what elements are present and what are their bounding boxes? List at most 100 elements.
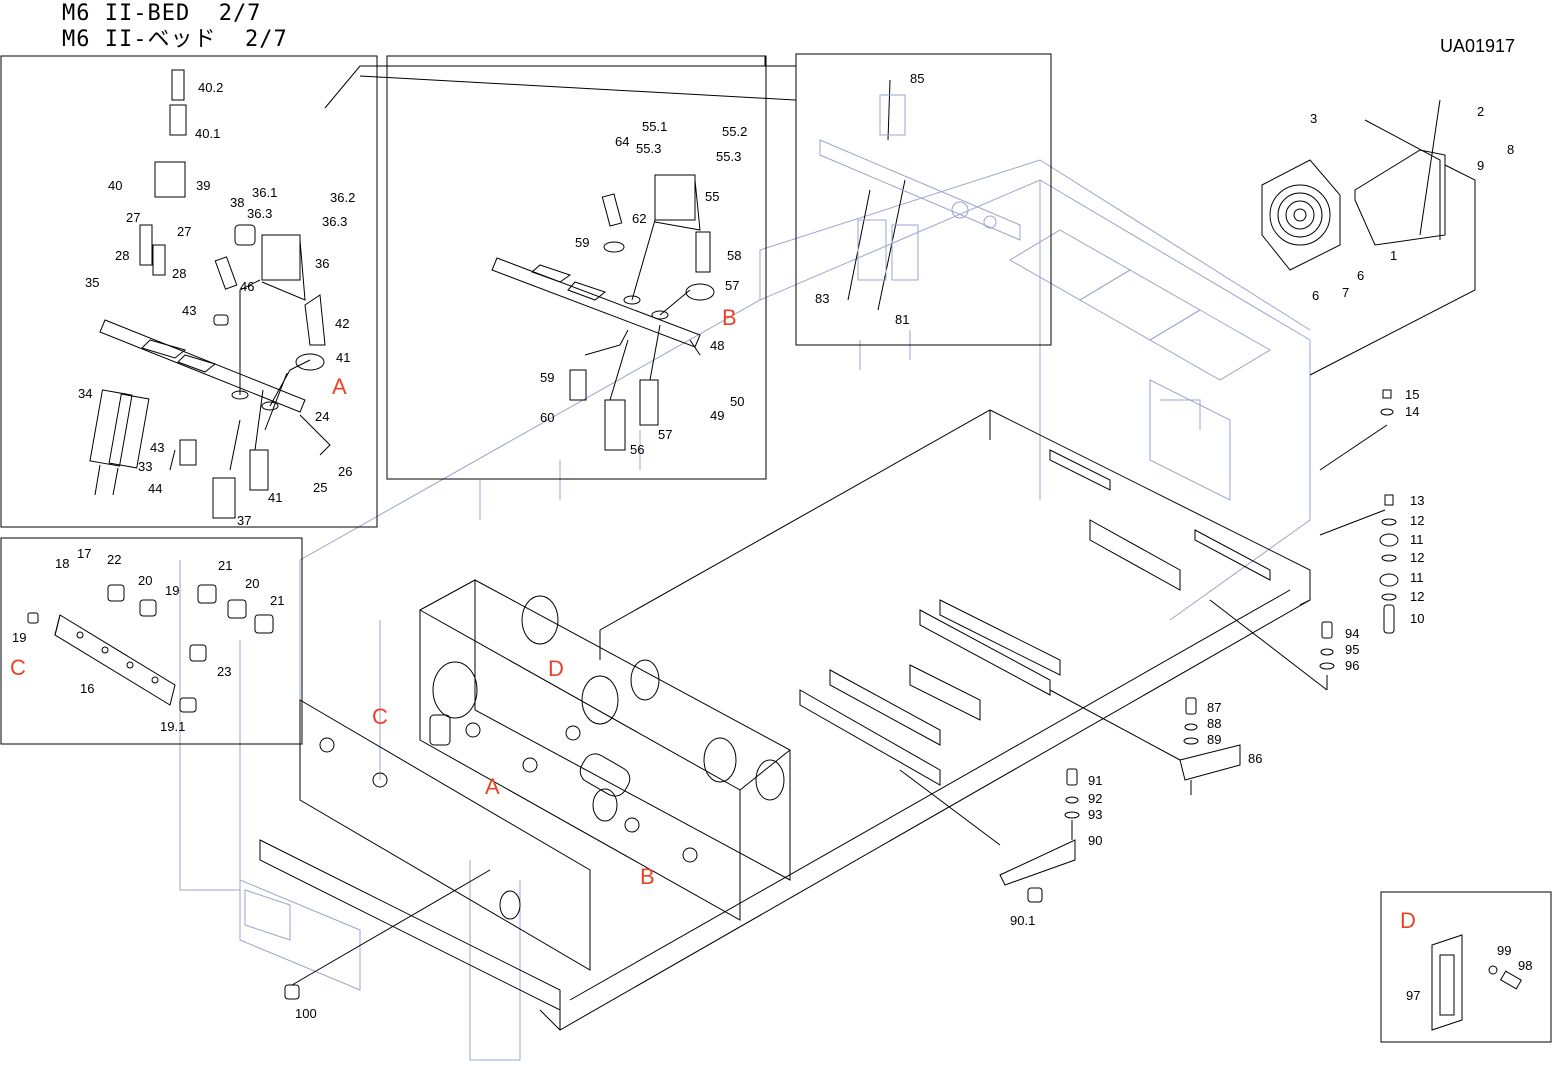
part-label: 55 [705,189,719,204]
part-label: 28 [172,266,186,281]
part-label: 43 [150,440,164,455]
ref-letter-a-panel: A [332,374,347,399]
part-label: 42 [335,316,349,331]
part-label: 20 [245,576,259,591]
part-label: 57 [725,278,739,293]
part-label: 27 [126,210,140,225]
part-label: 92 [1088,791,1102,806]
part-label: 36 [315,256,329,271]
ref-letter-b-panel: B [722,305,737,330]
part-label: 24 [315,409,329,424]
part-label: 94 [1345,626,1359,641]
part-label: 35 [85,275,99,290]
part-label: 50 [730,394,744,409]
part-labels-panel-a: 40.2 40.1 40 39 38 36.1 36.2 36.3 36.3 3… [78,80,355,528]
part-label: 25 [313,480,327,495]
part-label: 55.1 [642,119,667,134]
part-labels-panel-b: 55.1 55.2 64 55.3 55.3 55 62 59 58 57 48… [540,119,747,457]
part-label: 89 [1207,732,1221,747]
panel-a-detail [0,55,796,528]
part-label: 59 [575,235,589,250]
part-label: 95 [1345,642,1359,657]
part-label: 83 [815,291,829,306]
part-label: 21 [218,558,232,573]
document-id: UA01917 [1440,36,1516,56]
part-label: 48 [710,338,724,353]
part-label: 11 [1410,570,1424,585]
part-label: 36.2 [330,190,355,205]
part-label: 37 [237,513,251,528]
part-label: 6 [1312,288,1319,303]
part-label: 3 [1310,111,1317,126]
part-label: 18 [55,556,69,571]
part-label: 87 [1207,700,1221,715]
part-labels-fan: 2 3 8 9 6 1 6 7 [1310,104,1514,303]
part-label: 36.3 [322,214,347,229]
part-label: 22 [107,552,121,567]
hardware-stacks [284,389,1399,1000]
panel-d-detail [1380,891,1552,1043]
part-label: 55.2 [722,124,747,139]
part-label: 38 [230,195,244,210]
part-label: 12 [1410,513,1424,528]
title-ja: M6 II-ベッド 2/7 [62,27,288,52]
part-label: 96 [1345,658,1359,673]
panel-top-bracket [819,94,1021,281]
part-label: 34 [78,386,92,401]
part-label: 41 [336,350,350,365]
part-label: 7 [1342,285,1349,300]
part-labels-panel-d: 99 98 97 [1406,943,1532,1003]
bed-plate [539,409,1311,1031]
part-label: 90.1 [1010,913,1035,928]
part-label: 12 [1410,550,1424,565]
part-label: 40 [108,178,122,193]
part-label: 90 [1088,833,1102,848]
part-label: 40.2 [198,80,223,95]
part-label: 55.3 [716,149,741,164]
part-label: 91 [1088,773,1102,788]
part-label: 58 [727,248,741,263]
part-label: 19 [165,583,179,598]
part-labels-panel-c: 17 18 22 20 19 21 20 21 19 16 23 19.1 [12,546,284,734]
part-label: 33 [138,459,152,474]
part-label: 2 [1477,104,1484,119]
part-label: 81 [895,312,909,327]
ref-letter-a-main: A [485,774,500,799]
title-en: M6 II-BED 2/7 [62,1,262,26]
part-label: 23 [217,664,231,679]
part-label: 36.3 [247,206,272,221]
fan-assembly [1261,99,1476,376]
ref-letter-b-main: B [640,864,655,889]
part-label: 36.1 [252,185,277,200]
part-label: 39 [196,178,210,193]
part-label: 16 [80,681,94,696]
part-label: 41 [268,490,282,505]
part-label: 14 [1405,404,1419,419]
part-label: 10 [1410,611,1424,626]
part-label: 28 [115,248,129,263]
part-label: 97 [1406,988,1420,1003]
bed-frame-outline [179,159,1311,1061]
part-label: 43 [182,303,196,318]
part-label: 12 [1410,589,1424,604]
part-label: 46 [240,279,254,294]
part-label: 27 [177,224,191,239]
ref-letter-d-panel: D [1400,908,1416,933]
part-label: 17 [77,546,91,561]
ref-letter-c-panel: C [10,655,26,680]
part-labels-panel-top: 85 83 81 [815,71,924,327]
part-label: 57 [658,427,672,442]
panel-top-detail [765,53,1052,346]
part-label: 19 [12,630,26,645]
part-label: 9 [1477,158,1484,173]
part-label: 20 [138,573,152,588]
part-label: 85 [910,71,924,86]
part-label: 64 [615,134,629,149]
panel-c-detail [0,537,303,745]
part-label: 21 [270,593,284,608]
part-label: 56 [630,442,644,457]
part-label: 1 [1390,248,1397,263]
part-label: 49 [710,408,724,423]
reference-letters: A B C C D A B D [10,305,1416,933]
part-label: 40.1 [195,126,220,141]
